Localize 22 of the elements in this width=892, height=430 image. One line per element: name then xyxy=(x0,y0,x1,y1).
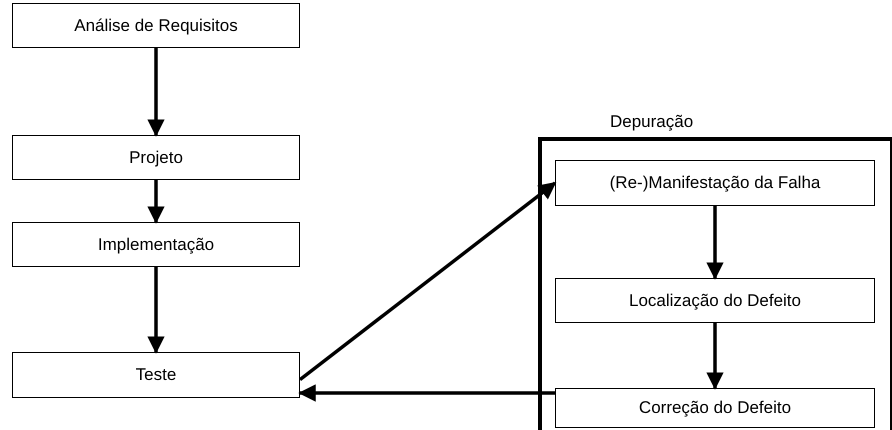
arrow xyxy=(706,206,724,280)
process-box xyxy=(12,3,300,48)
box-label: Implementação xyxy=(98,234,214,254)
box-label: Teste xyxy=(136,365,176,385)
process-box xyxy=(555,160,875,206)
box-label: Localização do Defeito xyxy=(628,290,801,310)
arrow xyxy=(147,48,165,137)
arrow xyxy=(147,267,165,354)
box-label: Análise de Requisitos xyxy=(74,16,238,36)
group-heading: Depuração xyxy=(610,112,694,132)
process-box xyxy=(12,352,300,398)
arrow xyxy=(706,323,724,390)
arrow xyxy=(147,180,165,224)
arrow xyxy=(298,182,556,381)
arrow xyxy=(298,384,555,402)
process-box xyxy=(555,278,875,323)
box-label: (Re-)Manifestação da Falha xyxy=(610,173,820,193)
box-label: Correção do Defeito xyxy=(638,398,792,418)
box-label: Projeto xyxy=(129,148,183,168)
process-box xyxy=(555,388,875,428)
process-box xyxy=(12,135,300,180)
process-box xyxy=(12,222,300,267)
